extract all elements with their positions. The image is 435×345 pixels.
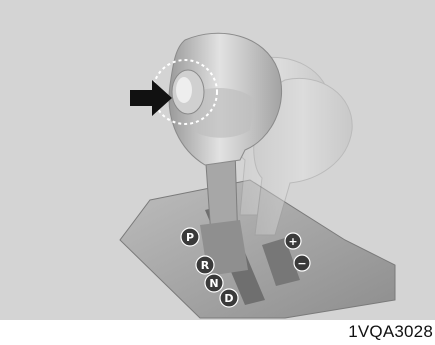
mode-badge-plus: +	[285, 233, 301, 249]
gear-badge-d: D	[220, 289, 238, 307]
mode-badge-minus: −	[294, 255, 310, 271]
gear-badge-r: R	[196, 256, 214, 274]
arrow-right-icon	[130, 80, 172, 116]
gear-badge-n: N	[205, 274, 223, 292]
gear-label-r: R	[201, 259, 210, 272]
figure-code: 1VQA3028	[348, 322, 433, 342]
gear-label-n: N	[209, 277, 218, 290]
mode-label-plus: +	[288, 235, 297, 248]
gear-badge-p: P	[181, 228, 199, 246]
gear-label-p: P	[186, 231, 194, 244]
mode-label-minus: −	[297, 257, 306, 270]
gear-label-d: D	[224, 292, 233, 305]
gear-shift-illustration: P R N D + −	[0, 0, 435, 320]
